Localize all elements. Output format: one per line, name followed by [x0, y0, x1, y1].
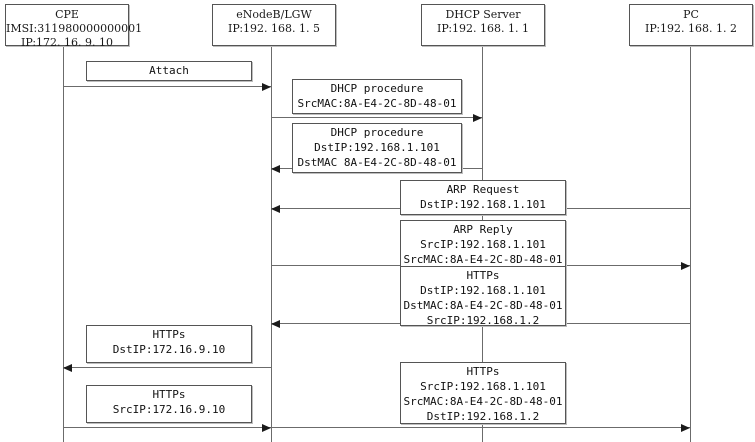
message-detail: SrcMAC:8A-E4-2C-8D-48-01 [403, 395, 563, 408]
message-title: Attach [149, 64, 189, 77]
message-title: HTTPs [152, 328, 186, 341]
arrowhead-right-icon [473, 114, 482, 122]
message-detail: SrcIP:192.168.1.101 [420, 380, 546, 393]
arrowhead-right-icon [681, 262, 690, 270]
actor-detail: IP:192. 168. 1. 5 [227, 22, 321, 35]
lifeline-cpe [63, 46, 64, 442]
arrowhead-right-icon [681, 424, 690, 432]
message-detail: DstMAC 8A-E4-2C-8D-48-01 [297, 156, 457, 169]
actor-detail: IMSI:311980000000001 [6, 22, 143, 35]
message-arrow-line-m7 [63, 367, 271, 368]
message-title: HTTPs [466, 269, 500, 282]
message-title: DHCP procedure [330, 126, 424, 139]
arrowhead-left-icon [63, 364, 72, 372]
message-detail: SrcIP:172.16.9.10 [112, 403, 226, 416]
actor-name: DHCP Server [445, 8, 521, 21]
actor-detail: IP:172. 16. 9. 10 [20, 36, 114, 49]
actor-name: CPE [55, 8, 79, 21]
message-arrow-line-m8 [63, 427, 271, 428]
lifeline-enodeb [271, 46, 272, 442]
lifeline-pc [690, 46, 691, 442]
message-detail: DstIP:172.16.9.10 [112, 343, 226, 356]
message-title: HTTPs [466, 365, 500, 378]
message-arrow-line-m9 [271, 427, 690, 428]
message-title: ARP Request [446, 183, 520, 196]
arrowhead-right-icon [262, 83, 271, 91]
arrowhead-left-icon [271, 205, 280, 213]
message-detail: SrcIP:192.168.1.101 [420, 238, 546, 251]
message-detail: DstIP:192.168.1.101 [420, 198, 546, 211]
message-detail: SrcIP:192.168.1.2 [426, 314, 540, 327]
arrowhead-left-icon [271, 320, 280, 328]
message-title: ARP Reply [453, 223, 513, 236]
message-detail: DstMAC:8A-E4-2C-8D-48-01 [403, 299, 563, 312]
message-detail: DstIP:192.168.1.101 [314, 141, 440, 154]
message-label-m1[interactable]: Attach [86, 61, 252, 81]
actor-detail: IP:192. 168. 1. 2 [644, 22, 738, 35]
message-detail: DstIP:192.168.1.101 [420, 284, 546, 297]
message-title: DHCP procedure [330, 82, 424, 95]
actor-detail: IP:192. 168. 1. 1 [436, 22, 530, 35]
message-arrow-line-m1 [63, 86, 271, 87]
actor-name: PC [683, 8, 699, 21]
arrowhead-right-icon [262, 424, 271, 432]
message-arrow-line-m2 [271, 117, 482, 118]
message-detail: SrcMAC:8A-E4-2C-8D-48-01 [297, 97, 457, 110]
message-title: HTTPs [152, 388, 186, 401]
message-detail: SrcMAC:8A-E4-2C-8D-48-01 [403, 253, 563, 266]
actor-name: eNodeB/LGW [236, 8, 312, 21]
arrowhead-left-icon [271, 165, 280, 173]
message-detail: DstIP:192.168.1.2 [426, 410, 540, 423]
